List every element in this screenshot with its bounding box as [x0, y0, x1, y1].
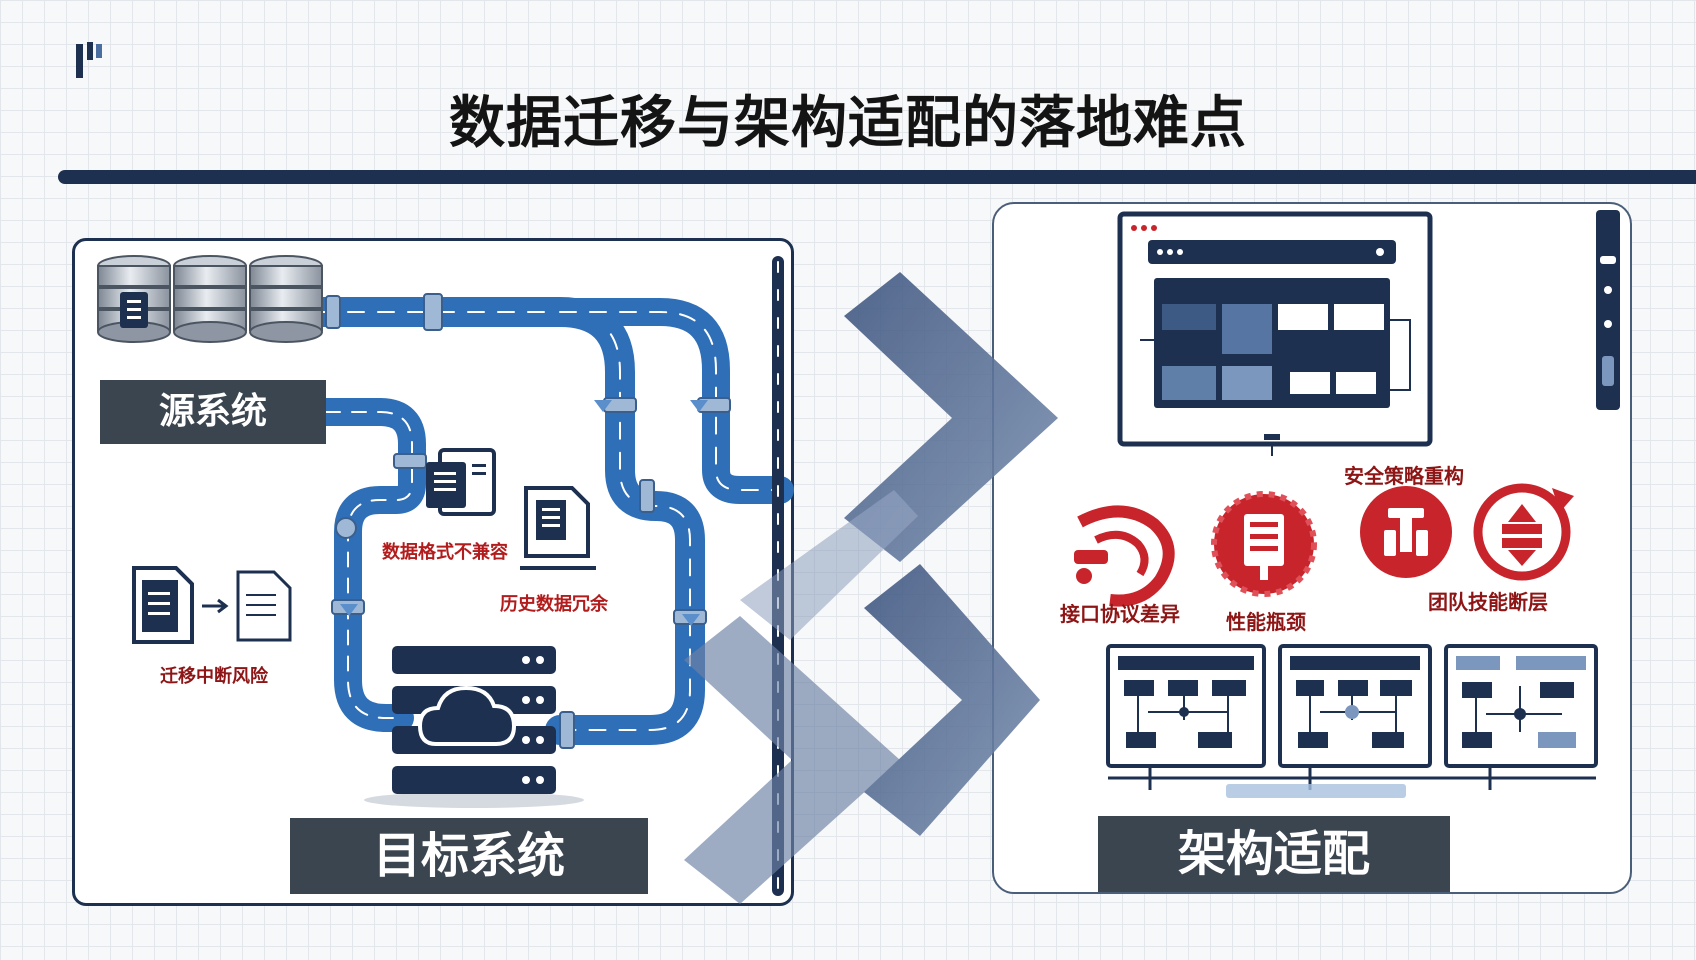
performance-bottleneck-icon	[1211, 491, 1317, 597]
issue-team-skill-gap: 团队技能断层	[1428, 590, 1548, 614]
transition-arrows-icon	[684, 272, 1058, 904]
issue-performance-bottleneck: 性能瓶颈	[1226, 610, 1306, 634]
risk-history-redundancy: 历史数据冗余	[500, 594, 608, 615]
interface-protocol-icon	[1074, 505, 1175, 607]
title-divider	[58, 170, 1696, 184]
issue-interface-protocol: 接口协议差异	[1060, 602, 1180, 626]
cloud-server-icon	[364, 646, 584, 808]
risk-migration-interrupt: 迁移中断风险	[160, 666, 268, 687]
target-system-label: 目标系统	[290, 818, 648, 894]
architecture-window-icon	[1117, 211, 1433, 456]
architecture-adapt-label: 架构适配	[1098, 816, 1450, 892]
security-strategy-icon	[1360, 486, 1452, 578]
risk-format-incompatible: 数据格式不兼容	[382, 542, 508, 563]
migration-document-icon	[132, 566, 292, 644]
format-document-icon	[426, 448, 496, 516]
history-document-icon	[520, 486, 596, 570]
architecture-module-windows	[1106, 644, 1598, 798]
team-skill-gap-icon	[1473, 483, 1574, 581]
issue-security-strategy: 安全策略重构	[1344, 464, 1464, 488]
brand-logo-icon	[76, 42, 102, 78]
source-database-icon	[97, 255, 323, 343]
source-system-label: 源系统	[100, 380, 326, 444]
right-edge-strip	[1596, 210, 1620, 410]
page-title: 数据迁移与架构适配的落地难点	[449, 91, 1247, 156]
